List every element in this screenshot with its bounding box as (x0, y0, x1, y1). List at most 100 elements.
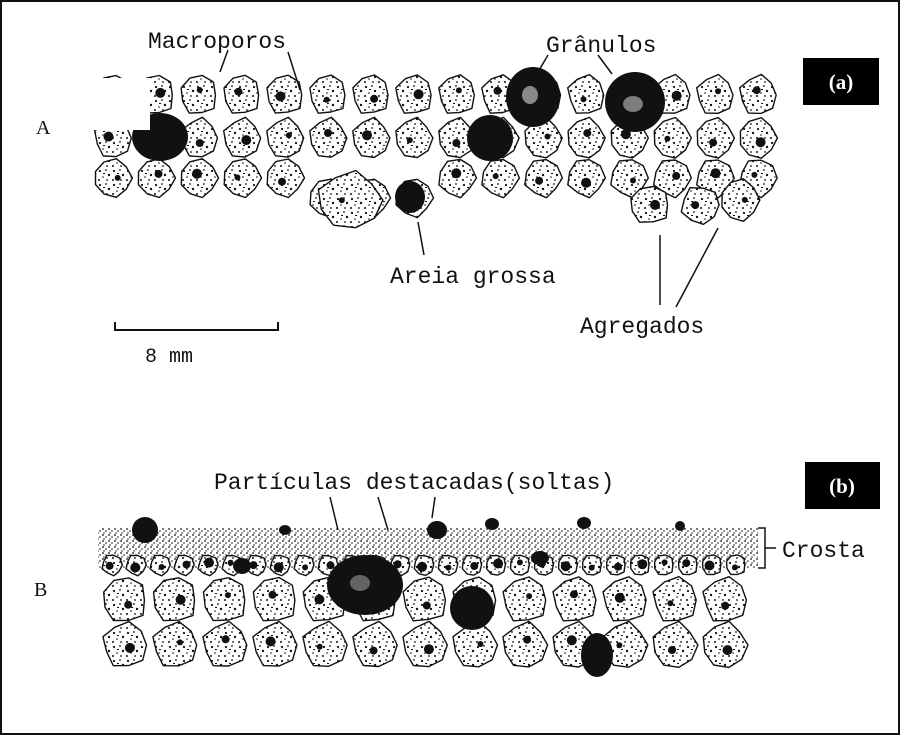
inclusion (709, 139, 717, 147)
aggregate (482, 160, 520, 198)
inclusion (317, 644, 323, 650)
aggregate (653, 577, 696, 621)
inclusion (370, 647, 378, 655)
inclusion (177, 639, 183, 645)
aggregate (697, 75, 733, 114)
inclusion (630, 178, 636, 184)
inclusion (470, 562, 478, 570)
aggregate (104, 578, 145, 621)
inclusion (424, 644, 434, 654)
inclusion (535, 177, 543, 185)
inclusion (456, 87, 462, 93)
aggregate (310, 117, 347, 157)
inclusion (407, 137, 413, 143)
aggregate (403, 577, 445, 621)
inclusion (493, 173, 499, 179)
inclusion (196, 139, 204, 147)
aggregate (310, 75, 345, 113)
aggregate (181, 75, 215, 113)
inclusion (234, 174, 240, 180)
aggregate (525, 160, 563, 198)
inclusion (423, 602, 431, 610)
inclusion (567, 635, 577, 645)
granule (450, 586, 494, 630)
inclusion (115, 175, 121, 181)
inclusion (176, 595, 186, 605)
inclusion (494, 87, 502, 95)
aggregate (503, 621, 548, 667)
aggregate (568, 117, 605, 157)
inclusion (125, 643, 135, 653)
inclusion (756, 137, 766, 147)
aggregate (396, 117, 433, 157)
inclusion (589, 565, 595, 571)
detached-particle (427, 521, 447, 539)
inclusion (523, 636, 531, 644)
label-granulos: Grânulos (546, 33, 656, 59)
row-label-a: A (36, 117, 51, 139)
coarse-sand-grain (395, 181, 425, 213)
inclusion (302, 564, 308, 570)
inclusion (545, 134, 551, 140)
inclusion (711, 168, 721, 178)
inclusion (276, 91, 286, 101)
aggregate (138, 159, 175, 198)
inclusion (615, 593, 625, 603)
inclusion (682, 559, 690, 567)
crust-bracket (758, 528, 776, 568)
aggregate (154, 578, 195, 621)
aggregate (631, 187, 668, 223)
inclusion (452, 139, 460, 147)
inclusion (266, 636, 276, 646)
inclusion (104, 132, 114, 142)
detached-particle (233, 558, 251, 574)
inclusion (650, 200, 660, 210)
inclusion (445, 565, 451, 571)
inclusion (327, 561, 335, 569)
inclusion (197, 87, 203, 93)
inclusion (570, 590, 578, 598)
inclusion (225, 592, 231, 598)
detached-particle (279, 525, 291, 535)
inclusion (204, 558, 214, 568)
aggregate (224, 159, 261, 198)
badge-b-text: (b) (829, 474, 855, 498)
inclusion (667, 600, 673, 606)
inclusion (637, 559, 647, 569)
aggregate (253, 578, 295, 621)
aggregate (303, 621, 347, 666)
inclusion (228, 560, 234, 566)
inclusion (664, 136, 670, 142)
inclusion (705, 561, 715, 571)
inclusion (269, 591, 277, 599)
inclusion (192, 169, 202, 179)
detached-particle (675, 521, 685, 531)
detached-particle (485, 518, 499, 530)
inclusion (414, 89, 424, 99)
inclusion (616, 642, 622, 648)
inclusion (130, 563, 140, 573)
inclusion (124, 601, 132, 609)
inclusion (159, 564, 165, 570)
inclusion (583, 129, 591, 137)
aggregate (403, 621, 447, 666)
inclusion (370, 95, 378, 103)
panel-b-aggregates (102, 555, 748, 668)
aggregate (353, 621, 397, 666)
aggregate (568, 75, 604, 114)
inclusion (581, 178, 591, 188)
inclusion (732, 564, 738, 570)
aggregate (224, 117, 261, 157)
inclusion (493, 559, 503, 569)
aggregate (203, 622, 247, 667)
label-scale: 8 mm (145, 346, 193, 369)
inclusion (672, 172, 680, 180)
aggregate (396, 75, 431, 113)
inclusion (723, 645, 733, 655)
blank-patch (88, 78, 150, 130)
label-particulas: Partículas destacadas(soltas) (214, 470, 614, 496)
inclusion (691, 201, 699, 209)
inclusion (662, 559, 668, 565)
inclusion (339, 197, 345, 203)
